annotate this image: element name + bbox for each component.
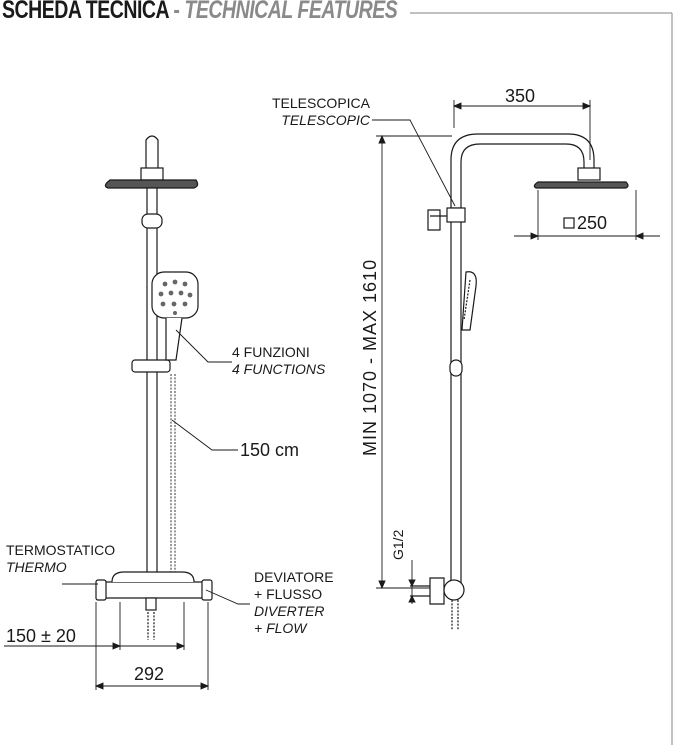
title-italian: SCHEDA TECNICA	[2, 0, 169, 24]
diverter-english: DIVERTER	[254, 603, 325, 619]
diverter-italian-2: + FLUSSO	[254, 586, 323, 602]
left-dimensions	[4, 602, 210, 690]
inlet-spacing-dimension: 150 ± 20	[6, 626, 76, 646]
connection-dimension: G1/2	[390, 529, 406, 560]
diverter-english-2: + FLOW	[254, 620, 307, 636]
right-dimensions	[372, 100, 660, 604]
square-size-icon	[563, 217, 575, 229]
diverter-label: DEVIATORE + FLUSSO DIVERTER + FLOW	[254, 569, 334, 637]
title-frame	[410, 12, 673, 745]
left-shower-column	[95, 135, 213, 640]
mixer-width-dimension: 292	[134, 664, 165, 684]
right-shower-column	[410, 133, 629, 630]
functions-english: 4 FUNCTIONS	[232, 361, 326, 377]
diverter-italian: DEVIATORE	[254, 569, 334, 585]
thermo-english: THERMO	[6, 559, 67, 575]
functions-italian: 4 FUNZIONI	[232, 344, 310, 360]
hose-length-label: 150 cm	[240, 440, 300, 460]
shower-hose	[170, 374, 176, 590]
title-separator: -	[173, 0, 180, 24]
left-leaders	[62, 329, 250, 605]
telescopic-label: TELESCOPICA TELESCOPIC	[264, 95, 370, 129]
thermo-italian: TERMOSTATICO	[6, 542, 116, 558]
thermo-label: TERMOSTATICO THERMO	[6, 542, 115, 576]
functions-label: 4 FUNZIONI 4 FUNCTIONS	[232, 344, 325, 378]
title-english: TECHNICAL FEATURES	[184, 0, 398, 24]
arm-length-dimension: 350	[505, 86, 536, 106]
head-size-dimension: 250	[577, 213, 608, 233]
height-range-dimension: MIN 1070 - MAX 1610	[360, 258, 380, 456]
page-title: SCHEDA TECNICA - TECHNICAL FEATURES	[2, 0, 398, 25]
telescopic-english: TELESCOPIC	[281, 112, 370, 128]
telescopic-italian: TELESCOPICA	[271, 95, 370, 111]
